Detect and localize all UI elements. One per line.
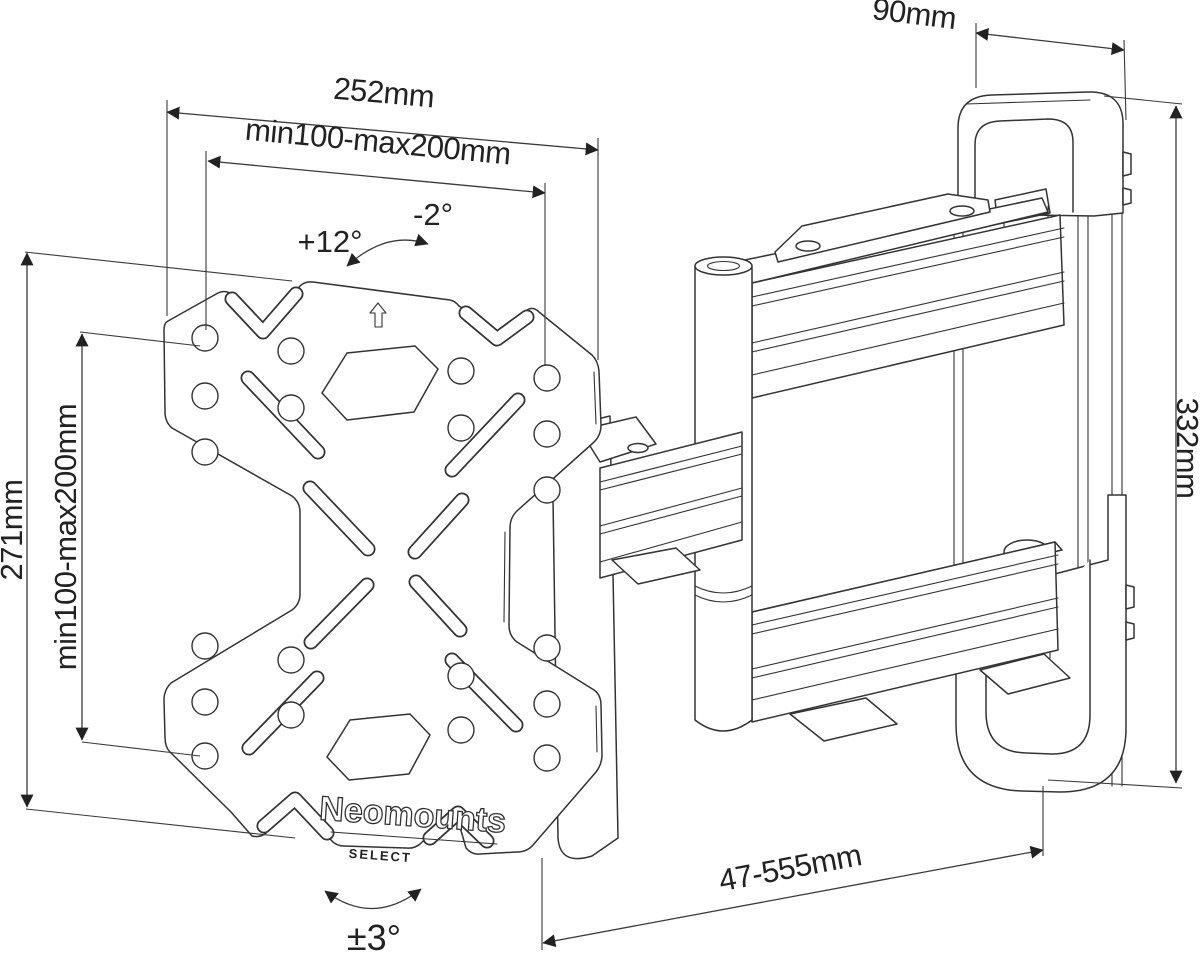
vesa-hole [191,742,219,770]
upper-arm-grooves [751,227,1065,376]
upper-arm-mount-bracket [774,193,991,263]
vesa-hole [191,324,219,352]
dimension-line [542,845,1044,948]
dimension-level-adjustment: ±3° [324,888,422,955]
brand-logo-underline [330,831,498,845]
lower-arm-grooves [751,554,1059,701]
vesa-hole [447,414,475,442]
vesa-hole [191,632,219,660]
tilt-up-label: +12° [298,224,363,259]
vesa-hole [533,364,561,392]
x-slot-ur-outer-inner [446,394,524,476]
wall-rails [953,119,1123,787]
extension-line [1047,95,1183,789]
vesa-plate: Neomounts SELECT [163,281,603,865]
chevron-slot-top-left-inner [226,288,302,338]
vesa-hole [447,716,475,744]
chevron-slot-bottom-right-inner [424,807,493,847]
swivel-label: ±3° [347,917,401,955]
dimension-plate-width: 252mm [166,71,599,360]
vesa-hole [533,634,561,662]
dimension-line [207,155,546,199]
upper-arm [699,193,1065,399]
dim-90-label: 90mm [870,0,958,36]
vesa-hole [533,420,561,448]
vesa-hole [191,438,219,466]
dim-vesa-h-label: min100-max200mm [244,112,513,172]
up-arrow-icon [369,302,387,328]
lower-arm-flange2 [979,653,1071,695]
dimension-vesa-vertical: min100-max200mm [48,331,201,757]
dimension-line [166,106,599,156]
wall-bracket-top-notches [1122,151,1132,206]
vesa-hole [447,662,475,690]
dim-252-label: 252mm [332,71,436,115]
x-slot-lr-inner-inner [410,576,466,636]
lower-arm-flange [789,697,898,742]
vesa-hole [191,688,219,716]
dim-extension-label: 47-555mm [716,837,864,898]
pivot-column-top-opening [706,260,741,272]
extension-line [205,151,546,366]
dim-332-label: 332mm [1170,398,1200,499]
vesa-hole [533,744,561,772]
extension-line [24,251,296,839]
x-slot-ul-inner-inner [304,482,374,555]
tilt-bracket-screw [627,442,649,454]
dimension-bracket-height: 332mm [1047,95,1200,789]
vesa-hole [533,690,561,718]
pivot-column-top [694,256,753,276]
vesa-hole [277,337,305,365]
dimension-plate-height: 271mm [0,251,296,839]
chevron-slot-bottom-left-inner [258,793,333,839]
vesa-hole [447,357,475,385]
brand-series-label: SELECT [348,846,412,865]
hex-cutout-bottom [326,713,431,781]
extension-line [541,786,1044,950]
tv-arm-front-face [599,431,743,579]
dim-vesa-v-label: min100-max200mm [48,404,83,670]
vesa-hole [277,394,305,422]
tilt-down-label: -2° [413,197,453,232]
pivot-column-bands [694,585,753,603]
x-slot-ur-inner-inner [409,494,468,558]
tilt-arc [346,233,429,267]
chevron-slot-top-right-inner [460,307,533,345]
wall-bracket-bottom-notches [1125,584,1135,641]
wall-bracket-top-cover-edge [965,99,1091,105]
vesa-hole [277,646,305,674]
wall-bracket-top-cover-opening [974,118,1074,213]
vesa-hole [533,476,561,504]
vesa-hole [277,701,305,729]
dimension-tilt: +12° -2° [298,197,453,267]
swivel-arc [324,888,422,910]
tv-arm-grooves [599,445,743,563]
x-slot-ll-inner-inner [305,579,373,648]
upper-arm-screw [795,240,821,252]
extension-line [79,331,201,757]
dim-271-label: 271mm [0,480,29,581]
vesa-hole [191,382,219,410]
dimension-line [975,27,1125,56]
tv-arm-foot [611,547,701,585]
hex-cutout-top [321,345,439,421]
upper-arm-screw2 [949,205,975,217]
lower-arm [751,541,1071,742]
vesa-plate-thickness-edges [503,371,598,753]
